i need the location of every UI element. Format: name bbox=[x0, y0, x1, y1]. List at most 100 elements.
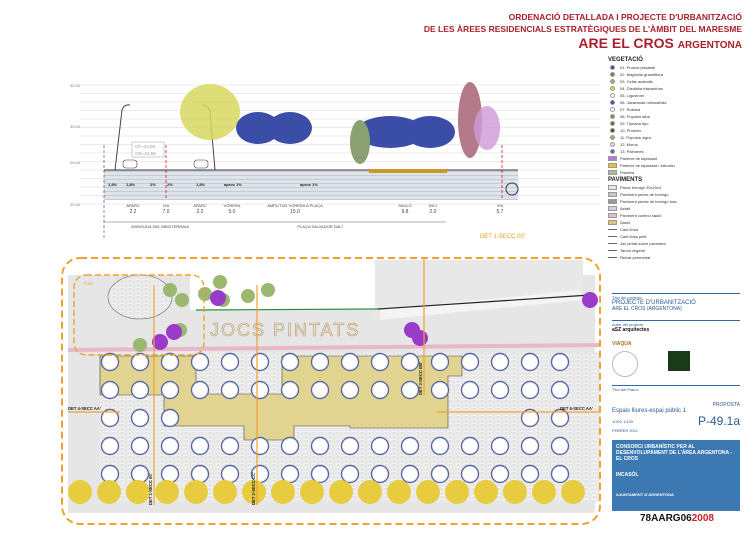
logos bbox=[612, 351, 740, 379]
legend-label: 06. Jacaranda mimosifolia bbox=[620, 100, 667, 105]
area-label: P-53 bbox=[84, 281, 93, 286]
cota-or: OR=24,58 bbox=[135, 151, 156, 156]
tree-plan bbox=[100, 380, 120, 400]
tree-jacaranda-group bbox=[236, 112, 455, 148]
tree-plan bbox=[550, 464, 570, 484]
legend-swatch bbox=[608, 257, 617, 258]
legend-item: Paviment peces de formigó fosc bbox=[608, 198, 742, 205]
legend-label: 09. Tipuana tipu bbox=[620, 121, 649, 126]
tree-plan bbox=[430, 352, 450, 372]
tree-plan bbox=[430, 380, 450, 400]
tree-plan bbox=[130, 436, 150, 456]
legend-item: 02. Magnolia grandiflora bbox=[608, 71, 742, 78]
project-title: PROJECTE D'URBANITZACIÓ bbox=[612, 300, 696, 306]
street-label: AVINGUDA DEL MEDITERRANI bbox=[131, 224, 189, 229]
project-subtitle: ARE EL CROS (ARGENTONA) bbox=[612, 306, 682, 312]
flowering-tree bbox=[582, 292, 598, 308]
sauló-strip bbox=[369, 169, 447, 173]
tree-plan bbox=[430, 436, 450, 456]
det2-label: DET 2-SECC CC' bbox=[251, 472, 256, 505]
legend-swatch bbox=[608, 243, 617, 244]
tree-plan-gleditsia bbox=[358, 480, 382, 504]
tree-plan bbox=[340, 464, 360, 484]
legend-item: 03. Celtis australis bbox=[608, 78, 742, 85]
legend-label: 13. Palmeres bbox=[620, 149, 644, 154]
legend-swatch bbox=[608, 185, 617, 190]
tree-plan bbox=[400, 352, 420, 372]
asz-logo bbox=[612, 351, 638, 377]
legend-item: 08. Populus alba bbox=[608, 113, 742, 120]
incasol-logo: INCASÒL bbox=[616, 472, 639, 478]
tree-plan bbox=[550, 408, 570, 428]
tree-gleditsia bbox=[180, 84, 240, 140]
tree-plan bbox=[520, 380, 540, 400]
level-label: 30.00 bbox=[70, 83, 81, 88]
legend-swatch bbox=[608, 192, 617, 197]
sheet-number: P-49.1a bbox=[697, 414, 740, 428]
legend-swatch bbox=[610, 107, 615, 112]
flowering-tree bbox=[412, 330, 428, 346]
drawing-code: 78AARG062008 bbox=[640, 513, 714, 524]
legend-label: Paviment peces de formigó fosc bbox=[620, 199, 677, 204]
legend-item: Parterre de tapissant / arbustiu bbox=[608, 162, 742, 169]
det4-label: DET 4-SECC AA' bbox=[68, 406, 101, 411]
tree-plan bbox=[220, 436, 240, 456]
tree-plan-gleditsia bbox=[271, 480, 295, 504]
legend-item: Joc pintat sobre paviment bbox=[608, 240, 742, 247]
flowering-tree bbox=[152, 334, 168, 350]
legend-item: 11. Populus nigra bbox=[608, 134, 742, 141]
legend-label: 08. Populus alba bbox=[620, 114, 650, 119]
legend-swatch bbox=[610, 135, 615, 140]
tree-plan bbox=[280, 380, 300, 400]
tree-plan bbox=[160, 380, 180, 400]
tree-small bbox=[350, 120, 370, 164]
legend-label: 01. Prunus pissardii bbox=[620, 65, 656, 70]
tree-plan-gleditsia bbox=[184, 480, 208, 504]
client-name: CONSORCI URBANÍSTIC PER AL DESENVOLUPAME… bbox=[616, 444, 733, 462]
slope: 1,8% bbox=[108, 182, 118, 187]
tree-plan bbox=[130, 408, 150, 428]
slope: 2% bbox=[150, 182, 156, 187]
legend-label: 12. Morus bbox=[620, 142, 638, 147]
legend-label: Tanca vegetal bbox=[620, 248, 645, 253]
tree-plan-gleditsia bbox=[329, 480, 353, 504]
legend-item: Paviment peces de formigó bbox=[608, 191, 742, 198]
legend-label: Cant llosa bbox=[620, 227, 638, 232]
tree-plan bbox=[520, 408, 540, 428]
slope: aprox 1% bbox=[300, 182, 318, 187]
shrub bbox=[213, 275, 227, 289]
legend-label: 03. Celtis australis bbox=[620, 79, 653, 84]
legend-item: Paviment continu sauló bbox=[608, 212, 742, 219]
legend-item: Parterre de tapissant bbox=[608, 155, 742, 162]
viaqua-logo bbox=[668, 351, 690, 371]
code-year: 2008 bbox=[691, 513, 714, 524]
tree-plan bbox=[190, 380, 210, 400]
dim-label: SAULÓ bbox=[398, 203, 412, 208]
tree-plan-gleditsia bbox=[155, 480, 179, 504]
dim-label: VIA bbox=[497, 203, 504, 208]
legend-item: 13. Palmeres bbox=[608, 148, 742, 155]
legend-label: 10. Phoenix bbox=[620, 128, 642, 133]
legend-swatch bbox=[610, 100, 615, 105]
tree-plan-gleditsia bbox=[242, 480, 266, 504]
level-label: 30.00 bbox=[70, 124, 81, 129]
tree-plan bbox=[370, 380, 390, 400]
tree-plan bbox=[310, 436, 330, 456]
proposal: PROPOSTA bbox=[712, 402, 740, 408]
client-block: CONSORCI URBANÍSTIC PER AL DESENVOLUPAME… bbox=[612, 440, 740, 511]
shrub bbox=[241, 289, 255, 303]
legend-swatch bbox=[610, 65, 615, 70]
tree-plan bbox=[160, 436, 180, 456]
drawing-title-line1: ORDENACIÓ DETALLADA I PROJECTE D'URBANIT… bbox=[508, 12, 742, 22]
level-label: 25.00 bbox=[70, 160, 81, 165]
tree-plan bbox=[280, 464, 300, 484]
tree-plan bbox=[520, 464, 540, 484]
shrub bbox=[163, 283, 177, 297]
tree-plan bbox=[250, 352, 270, 372]
tree-plan bbox=[340, 380, 360, 400]
legend-swatch bbox=[610, 114, 615, 119]
tree-plan bbox=[460, 436, 480, 456]
tree-plan bbox=[190, 352, 210, 372]
cota-ot: OT=24,60 bbox=[135, 144, 156, 149]
tree-plan-gleditsia bbox=[387, 480, 411, 504]
